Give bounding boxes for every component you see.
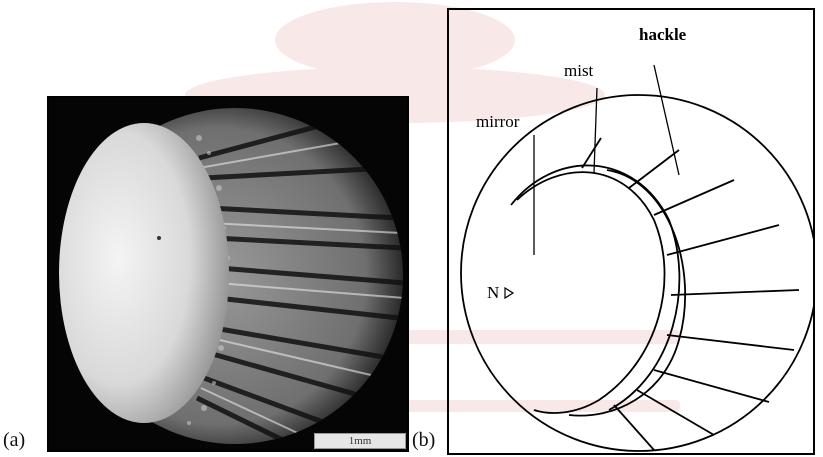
hackle-lines: [582, 138, 799, 450]
mist-boundary: [569, 170, 685, 416]
mirror-boundary: [517, 172, 665, 413]
origin-label: N: [487, 283, 499, 302]
panel-b-label: (b): [412, 430, 435, 450]
mirror-region-photo: [59, 123, 229, 423]
panel-a-label: (a): [3, 430, 25, 450]
hackle-label: hackle: [639, 25, 687, 44]
origin-marker: [505, 288, 513, 298]
fracture-schematic: hackle mist mirror N: [447, 8, 815, 455]
scale-bar: 1mm: [314, 433, 406, 449]
mirror-label: mirror: [476, 112, 520, 131]
specimen-outline: [461, 95, 813, 451]
fracture-surface-photo: [47, 96, 409, 452]
mist-label: mist: [564, 61, 594, 80]
